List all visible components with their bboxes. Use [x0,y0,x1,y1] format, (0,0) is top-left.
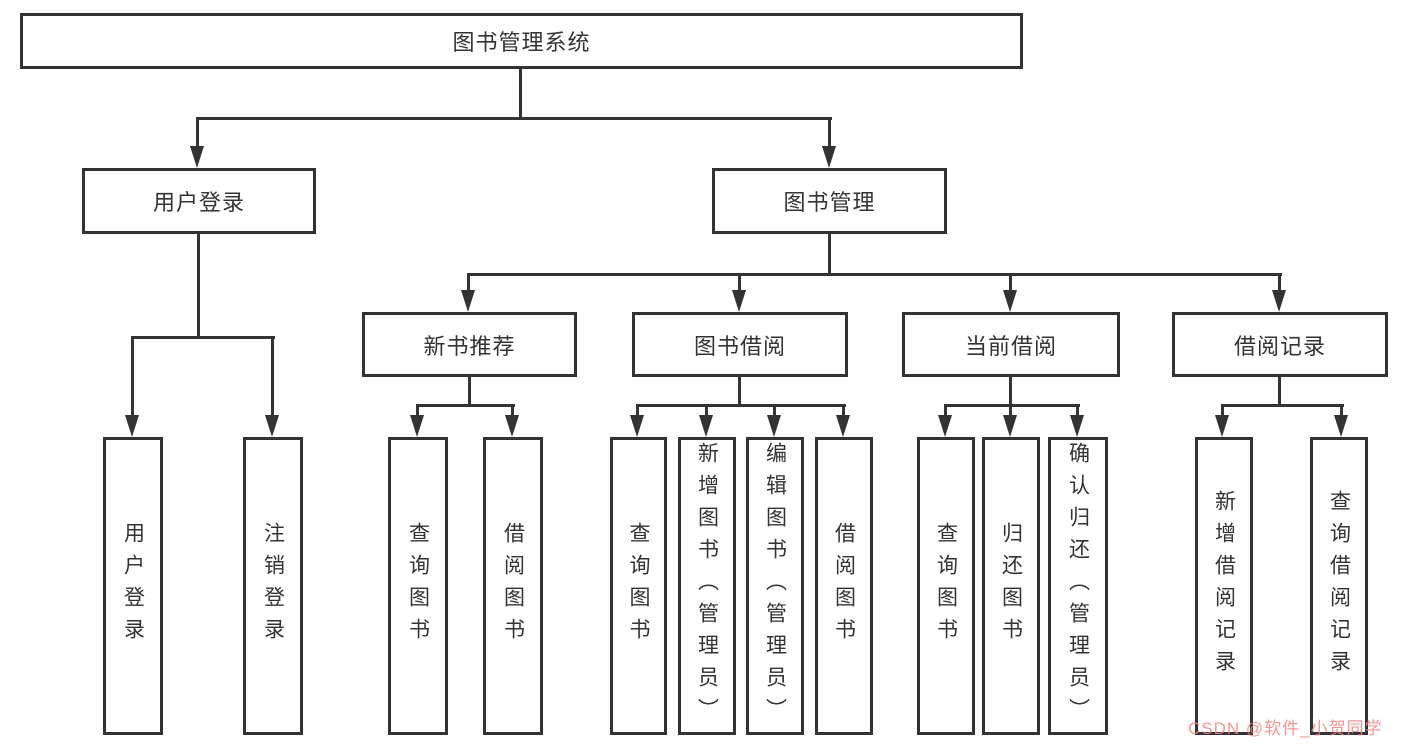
node-book-management-label: 图书管理 [783,190,876,215]
leaf-cb-confirm-return-admin: 确认归还（管理员） [1048,437,1108,735]
leaf-user-login: 用户登录 [103,437,163,735]
arrow-br-leaf-2 [1334,404,1348,437]
edge-book-borrow-vertical [738,377,741,407]
edge-current-borrow-vertical [1009,377,1012,407]
node-borrowing-records: 借阅记录 [1172,312,1388,377]
arrow-to-user-login-leaf [125,336,139,437]
leaf-bb-query-books: 查询图书 [610,437,667,735]
arrow-to-logout-leaf [265,336,279,437]
edge-borrow-records-vertical [1278,377,1281,407]
arrow-cb-leaf-2 [1003,404,1017,437]
arrow-bb-leaf-3 [767,404,781,437]
edge-book-management-vertical [828,234,831,276]
node-book-management: 图书管理 [712,168,947,234]
node-user-login: 用户登录 [82,168,316,234]
leaf-cb-return-books: 归还图书 [982,437,1040,735]
leaf-cb-query-books: 查询图书 [917,437,975,735]
leaf-bb-add-books-admin: 新增图书（管理员） [678,437,736,735]
leaf-nbr-borrow-books: 借阅图书 [483,437,543,735]
arrow-nbr-leaf-1 [410,404,424,437]
node-root-library-system: 图书管理系统 [20,13,1023,69]
arrow-bb-leaf-1 [630,404,644,437]
node-root-label: 图书管理系统 [452,30,591,55]
edge-user-login-horizontal [131,336,275,339]
leaf-bb-borrow-books: 借阅图书 [815,437,873,735]
leaf-bb-edit-books-admin: 编辑图书（管理员） [746,437,804,735]
arrow-cb-leaf-3 [1070,404,1084,437]
node-new-book-recommend-label: 新书推荐 [423,333,516,359]
edge-new-book-rec-horizontal [416,404,515,407]
edge-new-book-rec-vertical [468,377,471,407]
arrow-to-borrow-records [1272,273,1286,312]
edge-root-vertical [519,69,522,117]
arrow-cb-leaf-1 [938,404,952,437]
edge-book-borrow-horizontal [637,404,846,407]
node-current-borrowing-label: 当前借阅 [964,333,1057,359]
node-new-book-recommend: 新书推荐 [362,312,577,377]
edge-root-horizontal [197,117,832,120]
leaf-br-add-record: 新增借阅记录 [1195,437,1253,735]
node-current-borrowing: 当前借阅 [902,312,1120,377]
leaf-br-query-record: 查询借阅记录 [1310,437,1368,735]
arrow-to-book-management [822,117,836,168]
node-borrowing-records-label: 借阅记录 [1233,333,1326,359]
arrow-to-current-borrow [1003,273,1017,312]
arrow-to-book-borrow [732,273,746,312]
arrow-nbr-leaf-2 [505,404,519,437]
node-book-borrowing-label: 图书借阅 [693,333,786,359]
edge-borrow-records-horizontal [1221,404,1344,407]
arrow-to-user-login [190,117,204,168]
node-book-borrowing: 图书借阅 [632,312,848,377]
arrow-to-new-book-rec [461,273,475,312]
edge-user-login-vertical [197,234,200,339]
arrow-bb-leaf-4 [836,404,850,437]
edge-book-management-horizontal [468,273,1282,276]
arrow-bb-leaf-2 [699,404,713,437]
leaf-logout: 注销登录 [243,437,303,735]
node-user-login-label: 用户登录 [152,190,245,215]
arrow-br-leaf-1 [1215,404,1229,437]
edge-current-borrow-horizontal [944,404,1080,407]
leaf-nbr-query-books: 查询图书 [388,437,448,735]
csdn-watermark: CSDN @软件_小贺同学 [1188,719,1383,738]
